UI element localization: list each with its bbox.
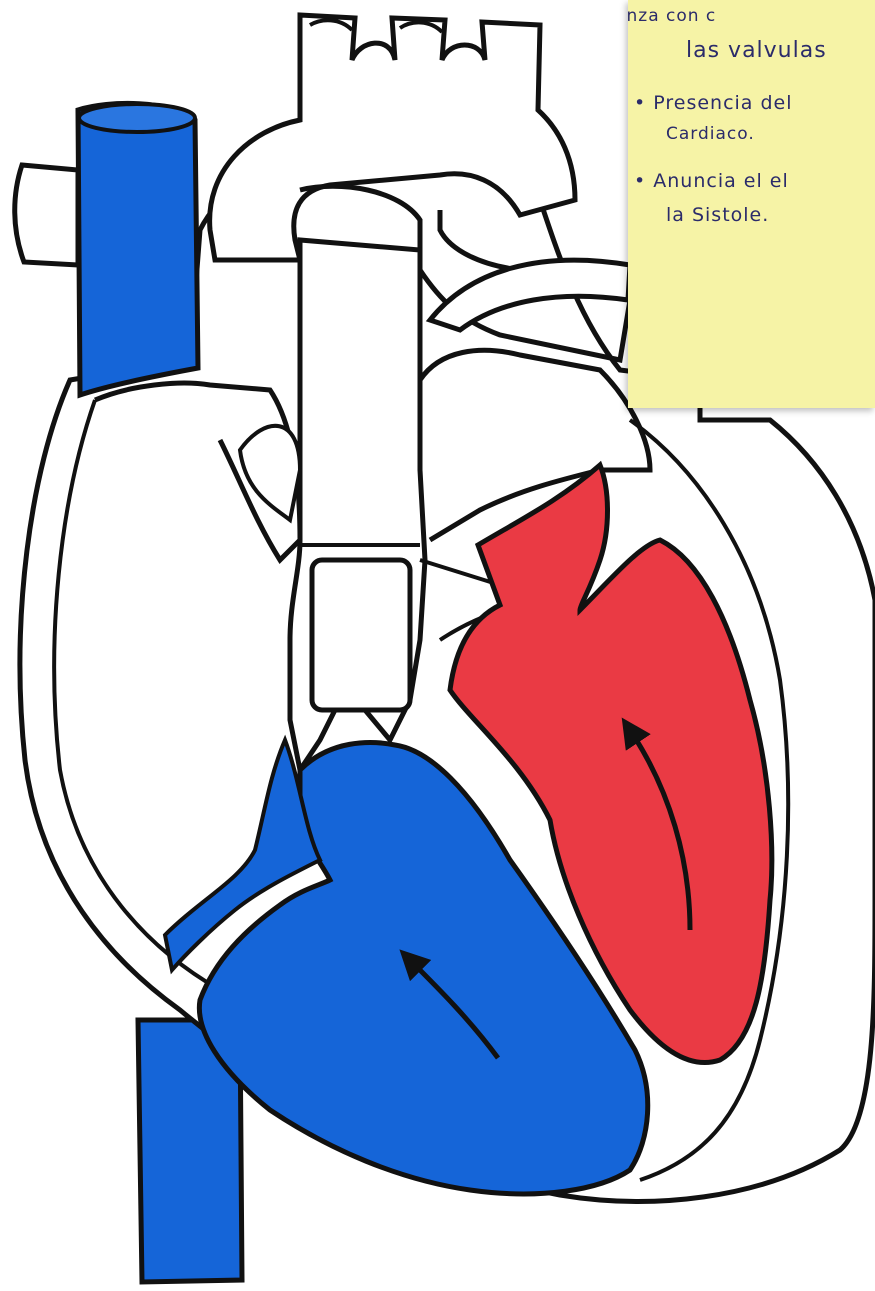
note-line: • Presencia del [634,92,793,114]
sticky-note: comienza con c las valvulas • Presencia … [628,0,875,408]
note-line: la Sistole. [666,204,769,226]
note-line: • Anuncia el el [634,170,789,192]
note-line: comienza con c [628,6,716,26]
note-line: Cardiaco. [666,124,755,144]
superior-vena-cava [78,103,198,395]
aortic-valve-window [312,560,410,710]
pulmonary-vein-right-stub [15,165,78,265]
svc-opening [79,104,195,132]
note-line: las valvulas [686,38,827,63]
